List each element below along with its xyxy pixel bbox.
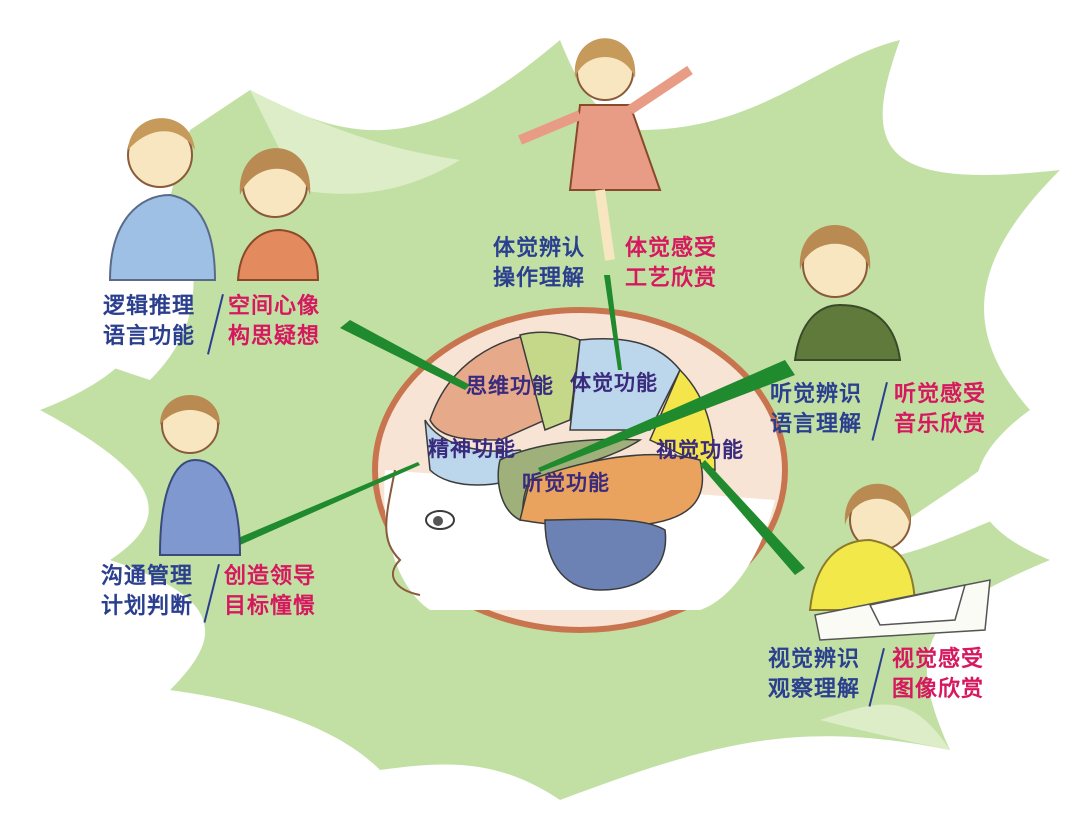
abilities-visual-left: 视觉辨识 观察理解 bbox=[768, 645, 860, 705]
brain-region-somatosensory bbox=[569, 338, 681, 431]
ability-text: 语言理解 bbox=[770, 412, 863, 437]
ability-text: 目标憧憬 bbox=[224, 594, 317, 619]
starburst-highlight bbox=[820, 704, 950, 750]
region-label-visual: 视觉功能 bbox=[656, 438, 744, 462]
abilities-visual-right: 视觉感受 图像欣赏 bbox=[892, 645, 984, 705]
ability-text: 语言功能 bbox=[103, 324, 196, 349]
region-label-auditory: 听觉功能 bbox=[522, 471, 610, 495]
abilities-thinking-left: 逻辑推理 语言功能 bbox=[103, 292, 195, 352]
figure-listening-girl bbox=[793, 225, 902, 361]
ability-text: 音乐欣赏 bbox=[894, 412, 987, 437]
white-swoosh bbox=[860, 470, 1050, 560]
region-label-somatosensory: 体觉功能 bbox=[570, 371, 658, 395]
ability-text: 构思疑想 bbox=[228, 324, 321, 349]
abilities-somatosensory-left: 体觉辨认 操作理解 bbox=[493, 234, 585, 294]
connector-mental bbox=[238, 462, 420, 545]
ability-text: 听觉感受 bbox=[894, 382, 987, 407]
ability-text: 体觉辨认 bbox=[493, 236, 586, 261]
figure-two-children bbox=[108, 118, 320, 281]
ability-text: 空间心像 bbox=[228, 294, 321, 319]
ability-text: 听觉辨识 bbox=[770, 382, 863, 407]
connector-thinking bbox=[340, 320, 470, 390]
connector-somatosensory bbox=[604, 275, 622, 370]
ability-text: 工艺欣赏 bbox=[625, 266, 718, 291]
figure-reading-girl bbox=[808, 483, 991, 641]
region-label-thinking: 思维功能 bbox=[466, 374, 554, 398]
ability-text: 逻辑推理 bbox=[103, 294, 196, 319]
abilities-mental-left: 沟通管理 计划判断 bbox=[101, 562, 193, 622]
ability-text: 视觉感受 bbox=[892, 647, 985, 672]
abilities-auditory-left: 听觉辨识 语言理解 bbox=[770, 380, 862, 440]
brain-region-green bbox=[519, 331, 581, 432]
region-label-mental: 精神功能 bbox=[428, 437, 516, 461]
ability-text: 图像欣赏 bbox=[892, 677, 985, 702]
abilities-mental-right: 创造领导 目标憧憬 bbox=[224, 562, 316, 622]
connector-lines bbox=[238, 275, 805, 575]
ability-text: 观察理解 bbox=[768, 677, 861, 702]
abilities-somatosensory-right: 体觉感受 工艺欣赏 bbox=[625, 234, 717, 294]
brain-region-cerebellum bbox=[544, 518, 667, 591]
head-illustration bbox=[372, 307, 788, 633]
ability-text: 计划判断 bbox=[101, 594, 194, 619]
ability-text: 视觉辨识 bbox=[768, 647, 861, 672]
ability-text: 创造领导 bbox=[224, 564, 317, 589]
brain-region-visual bbox=[649, 368, 716, 472]
ability-text: 体觉感受 bbox=[625, 236, 718, 261]
face-outline bbox=[385, 469, 421, 596]
connector-visual bbox=[700, 460, 805, 575]
abilities-thinking-right: 空间心像 构思疑想 bbox=[228, 292, 320, 352]
abilities-auditory-right: 听觉感受 音乐欣赏 bbox=[894, 380, 986, 440]
figure-balancing-girl bbox=[518, 38, 693, 261]
connector-auditory bbox=[538, 360, 795, 472]
ability-text: 沟通管理 bbox=[101, 564, 194, 589]
figure-boy-arms-crossed bbox=[158, 395, 242, 556]
ability-text: 操作理解 bbox=[493, 266, 586, 291]
